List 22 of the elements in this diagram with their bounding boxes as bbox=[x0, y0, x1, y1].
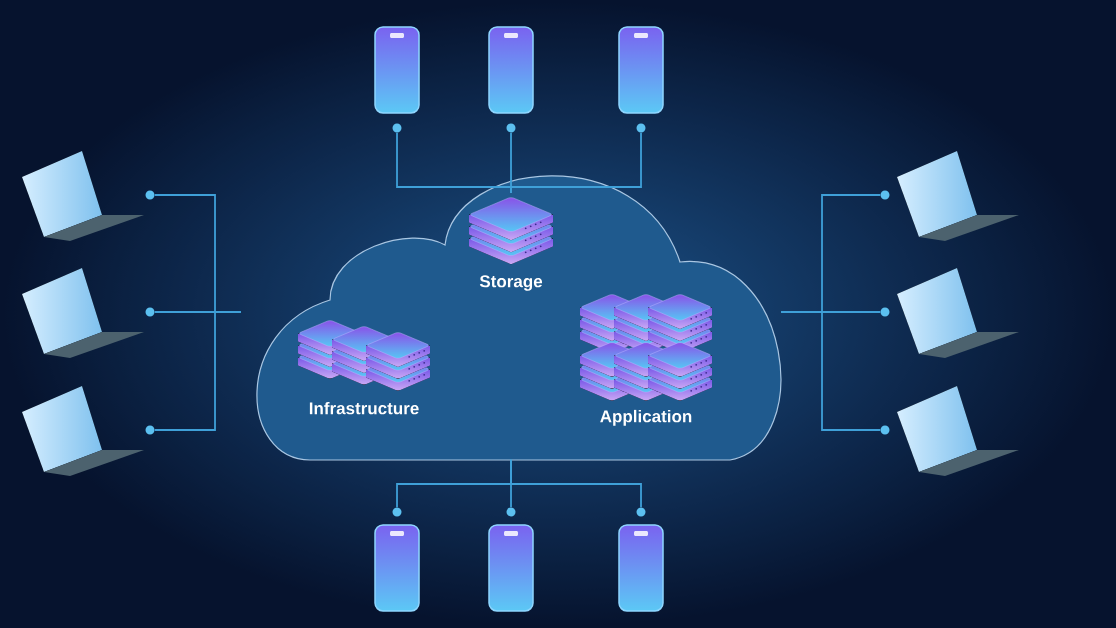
laptop-drawing bbox=[22, 268, 144, 358]
phone-drawing bbox=[618, 26, 664, 114]
phone-drawing bbox=[374, 26, 420, 114]
connector-line bbox=[510, 458, 642, 509]
node-label: Application bbox=[600, 409, 692, 426]
laptop-drawing bbox=[897, 151, 1019, 241]
connector-line bbox=[780, 311, 882, 431]
phone-drawing bbox=[374, 524, 420, 612]
phone-drawing bbox=[488, 26, 534, 114]
laptop-drawing bbox=[22, 151, 144, 241]
connector-line bbox=[153, 311, 242, 431]
node-label: Storage bbox=[479, 275, 543, 291]
server-stack: Application bbox=[580, 294, 712, 426]
phone-drawing bbox=[488, 524, 534, 612]
laptop-drawing bbox=[897, 386, 1019, 476]
phone-drawing bbox=[618, 524, 664, 612]
laptop-drawing bbox=[22, 386, 144, 476]
node-label: Infrastructure bbox=[309, 401, 419, 415]
connector-line bbox=[510, 131, 642, 194]
laptop-drawing bbox=[897, 268, 1019, 358]
server-stack: Infrastructure bbox=[298, 320, 430, 415]
server-stack: Storage bbox=[469, 197, 553, 291]
